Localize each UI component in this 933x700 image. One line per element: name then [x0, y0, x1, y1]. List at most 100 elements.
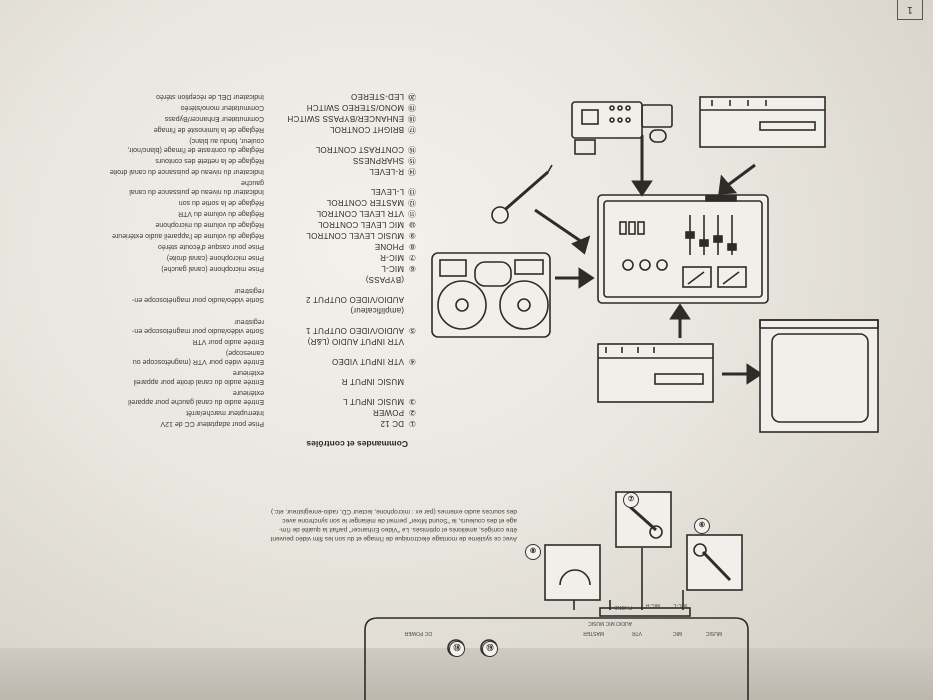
- control-label: VTR LEVEL CONTROL: [316, 209, 404, 218]
- callout-8: ⑧: [525, 544, 541, 560]
- control-label: MIC-R: [379, 253, 404, 262]
- intro-line-4: des sources audio externes (par ex : mic…: [270, 508, 517, 515]
- panel-label-dc-power: DC POWER: [404, 630, 433, 636]
- control-description: Entrée audio pour VTR: [192, 338, 264, 345]
- control-label: MASTER CONTROL: [326, 198, 404, 207]
- control-description: Entrée vidéo pour VTR (magnétoscope ou: [132, 358, 264, 365]
- control-number: ⑭: [407, 167, 416, 176]
- control-description: Réglage de la netteté des contours: [155, 157, 264, 164]
- control-number: ②: [408, 408, 416, 417]
- control-label: AUDIO/VIDEO OUTPUT 1: [305, 326, 404, 335]
- control-description: Sortie vidéo/audio pour magnétoscope en-: [132, 296, 264, 303]
- callout-18: ⑱: [449, 641, 465, 657]
- panel-label-mic-l: MIC-L: [673, 602, 687, 608]
- control-label: LED-STEREO: [350, 92, 404, 101]
- intro-line-1: Avec ce système de montage électronique …: [270, 535, 517, 542]
- control-description: Réglage de la sortie du son: [178, 199, 264, 206]
- control-description: Commutateur Enhancer/Bypass: [164, 115, 264, 122]
- control-number: ④: [408, 357, 416, 366]
- control-description: extérieure: [232, 369, 264, 376]
- control-label: MUSIC INPUT L: [342, 397, 404, 406]
- control-number: ⑲: [407, 103, 416, 112]
- control-label: MUSIC INPUT R: [341, 377, 404, 386]
- control-number: ⑯: [407, 145, 416, 154]
- page-number: 1: [897, 0, 923, 20]
- control-description: Réglage du contraste de l'image (blanc/n…: [127, 146, 264, 153]
- callout-7: ⑦: [623, 492, 639, 508]
- control-description: camescope): [225, 349, 264, 356]
- control-number: ⑳: [407, 92, 416, 101]
- control-label: SHARPNESS: [352, 156, 404, 165]
- control-label: VTR INPUT VIDEO: [331, 357, 404, 366]
- control-label: (BYPASS): [365, 275, 404, 284]
- control-label: POWER: [372, 408, 404, 417]
- radio-cassette-player: [431, 252, 551, 338]
- control-number: ⑩: [408, 220, 416, 229]
- callout-19: ⑲: [482, 641, 498, 657]
- callout-6: ⑥: [694, 518, 710, 534]
- panel-label-phone: PHONE: [614, 604, 632, 610]
- control-label: MONO/STEREO SWITCH: [306, 103, 404, 112]
- control-label: ENHANCER/BYPASS SWITCH: [287, 114, 404, 123]
- panel-label-vtr: VTR: [632, 630, 642, 636]
- control-number: ⑫: [407, 198, 416, 207]
- control-number: ⑨: [408, 231, 416, 240]
- panel-label-mic: MIC: [672, 630, 682, 636]
- control-label: (amplificateur): [350, 306, 404, 315]
- control-number: ⑬: [407, 187, 416, 196]
- control-description: Réglage du volume du VTR: [178, 210, 264, 217]
- control-description: Prise microphone (canal gauche): [161, 265, 264, 272]
- camcorder: [571, 101, 673, 155]
- control-label: PHONE: [374, 242, 404, 251]
- control-description: Sortie vidéo/audio pour magnétoscope en-: [132, 327, 264, 334]
- control-description: Prise pour casque d'écoute stéréo: [157, 243, 264, 250]
- television: [759, 319, 879, 433]
- control-description: Indicateur DEL de réception stéréo: [156, 93, 264, 100]
- section-title: Commandes et contrôles: [306, 439, 408, 449]
- panel-label-master: MASTER: [583, 630, 604, 636]
- control-description: Réglage de la luminosité de l'image: [153, 126, 264, 133]
- control-number: ⑰: [407, 125, 416, 134]
- control-number: ⑮: [407, 156, 416, 165]
- control-description: extérieure: [232, 389, 264, 396]
- panel-label-music: MUSIC: [705, 630, 722, 636]
- control-description: registreur: [234, 287, 264, 294]
- control-label: MIC-L: [381, 264, 404, 273]
- control-label: AUDIO/VIDEO OUTPUT 2: [305, 295, 404, 304]
- control-description: Prise pour adaptateur CC de 12V: [160, 420, 264, 427]
- control-label: BRIGHT CONTROL: [329, 125, 404, 134]
- control-label: DC 12: [380, 419, 404, 428]
- intro-line-3: age et des couleurs, le "Sound Mixer" pe…: [282, 517, 517, 524]
- control-description: Indicateur du niveau de puissance du can…: [129, 188, 264, 195]
- control-number: ⑥: [408, 264, 416, 273]
- signal-arrows: [534, 135, 763, 385]
- control-description: couleur, fondu au blanc): [189, 137, 264, 144]
- control-description: registreur: [234, 318, 264, 325]
- vcr-bottom: [597, 343, 714, 403]
- panel-label-mic-r: MIC-R: [645, 602, 660, 608]
- control-label: VTR INPUT AUDIO (L&R): [307, 337, 404, 346]
- control-description: gauche: [241, 179, 264, 186]
- control-description: Réglage du volume du microphone: [155, 221, 264, 228]
- video-enhancer-unit: [597, 194, 769, 304]
- control-description: Entrée audio du canal gauche pour appare…: [128, 398, 264, 405]
- control-description: Réglage du volume de l'appareil audio ex…: [112, 232, 264, 239]
- control-description: Commutateur mono/stéréo: [180, 104, 264, 111]
- control-label: CONTRAST CONTROL: [315, 145, 404, 154]
- control-label: L-LEVEL: [370, 187, 404, 196]
- control-number: ③: [408, 397, 416, 406]
- page-bottom-edge: [0, 648, 933, 700]
- control-label: MUSIC LEVEL CONTROL: [306, 231, 404, 240]
- control-number: ①: [408, 419, 416, 428]
- microphone: [491, 164, 553, 224]
- control-number: ⑪: [407, 209, 416, 218]
- control-number: ⑧: [408, 242, 416, 251]
- control-label: R-LEVEL: [369, 167, 404, 176]
- intro-line-2: être corrigés, améliorés et optimisés. L…: [278, 526, 517, 533]
- panel-label-audio-mic-music: AUDIO MIC MUSIC: [588, 620, 632, 626]
- control-number: ⑦: [408, 253, 416, 262]
- control-number: ⑤: [408, 326, 416, 335]
- control-description: Interrupteur marche/arrêt: [186, 409, 264, 416]
